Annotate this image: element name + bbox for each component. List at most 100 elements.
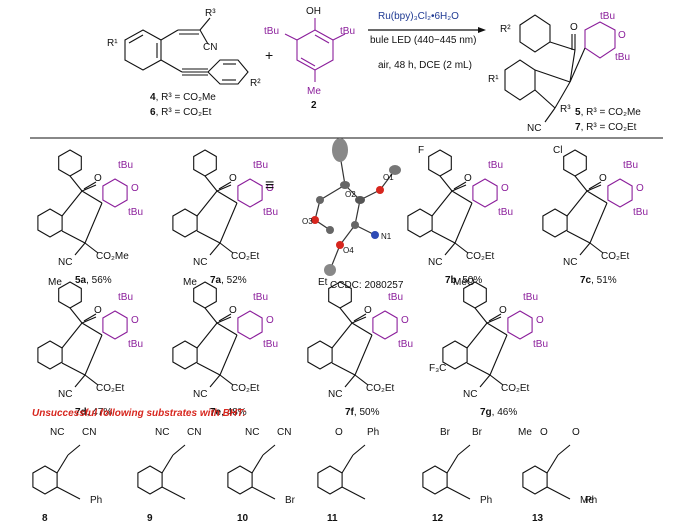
r2-label: R² — [250, 78, 261, 89]
product-caption-7b: 7b, 50% — [445, 275, 482, 286]
ester-label: CO₂Et — [231, 383, 260, 394]
atom-label-n1: N1 — [381, 232, 392, 241]
atom-label-o4: O4 — [343, 246, 354, 255]
unsuccessful-substrate-11: O Ph 11 — [317, 427, 379, 524]
bht-tbu-left: tBu — [264, 26, 279, 37]
ester-label: CO₂Et — [466, 251, 495, 262]
product-o-label: O — [570, 22, 578, 33]
tbu-bottom-label: tBu — [498, 207, 513, 218]
substrate-group-label: CN — [82, 427, 96, 438]
plus-sign: + — [265, 47, 273, 63]
tbu-top-label: tBu — [118, 160, 133, 171]
substrate-group-label: O — [335, 427, 343, 438]
reactant-label-2: 2 — [311, 100, 317, 111]
crystal-structure-ortep: ≡ — [265, 138, 401, 276]
tbu-bottom-label: tBu — [533, 339, 548, 350]
dienone-o-label: O — [266, 315, 274, 326]
ccdc-number: CCDC: 2080257 — [330, 280, 404, 291]
atom-label-o3: O3 — [302, 217, 313, 226]
tbu-bottom-label: tBu — [263, 339, 278, 350]
ring-substituent-label: F₃C — [429, 363, 446, 374]
substrate-group-label: NC — [245, 427, 259, 438]
para-substituent-label: Cl — [553, 145, 562, 156]
substrate-group-label: Ph — [90, 495, 102, 506]
nc-label: NC — [428, 257, 442, 268]
equivalence-symbol: ≡ — [265, 177, 274, 194]
substrate-group-label: CN — [277, 427, 291, 438]
product-r3-label: R³ — [560, 104, 571, 115]
reactant-4-structure — [124, 17, 249, 85]
conditions-light: bule LED (440−445 nm) — [370, 35, 476, 46]
ester-label: CO₂Me — [96, 251, 129, 262]
substrate-group-label: NC — [155, 427, 169, 438]
unsuccessful-substrate-9: NC CN 9 — [137, 427, 201, 524]
substrate-group-label: NC — [50, 427, 64, 438]
atom-label-o1: O1 — [383, 173, 394, 182]
substrate-label-11: 11 — [327, 513, 338, 524]
tbu-bottom-label: tBu — [633, 207, 648, 218]
substrate-group-label: Me — [580, 495, 594, 506]
dienone-o-label: O — [536, 315, 544, 326]
product-caption-7a: 7a, 52% — [210, 275, 247, 286]
dienone-o-label: O — [501, 183, 509, 194]
product-o-ring: O — [618, 30, 626, 41]
substrate-label-10: 10 — [237, 513, 249, 524]
nc-label: NC — [193, 389, 207, 400]
substrate-group-label: O — [540, 427, 548, 438]
ketone-o-label: O — [94, 305, 102, 316]
para-substituent-label: Me — [183, 277, 197, 288]
para-substituent-label: MeO — [453, 277, 475, 288]
ketone-o-label: O — [499, 305, 507, 316]
substrate-label-8: 8 — [42, 513, 48, 524]
nc-label: NC — [463, 389, 477, 400]
tbu-bottom-label: tBu — [128, 207, 143, 218]
ester-label: CO₂Et — [366, 383, 395, 394]
ketone-o-label: O — [229, 305, 237, 316]
substrate-label-12: 12 — [432, 513, 444, 524]
dienone-o-label: O — [131, 315, 139, 326]
product-caption-7d: 7d, 47% — [75, 407, 112, 418]
conditions-air: air, 48 h, DCE (2 mL) — [378, 60, 472, 71]
dienone-o-label: O — [636, 183, 644, 194]
tbu-bottom-label: tBu — [128, 339, 143, 350]
substrate-group-label: Ph — [585, 495, 597, 506]
product-label-5: 5, R³ = CO₂Me — [575, 107, 641, 118]
nc-label: NC — [58, 389, 72, 400]
product-caption-7g: 7g, 46% — [480, 407, 517, 418]
product-r2-label: R² — [500, 24, 511, 35]
substrate-label-9: 9 — [147, 513, 153, 524]
para-substituent-label: F — [418, 145, 424, 156]
ester-label: CO₂Et — [96, 383, 125, 394]
bht-me-label: Me — [307, 86, 321, 97]
product-nc-label: NC — [527, 123, 541, 134]
substrate-group-label: Ph — [480, 495, 492, 506]
para-substituent-label: Et — [318, 277, 328, 288]
reactant-label-4: 4, R³ = CO₂Me — [150, 92, 216, 103]
substrate-group-label: Ph — [367, 427, 379, 438]
ketone-o-label: O — [229, 173, 237, 184]
bht-tbu-right: tBu — [340, 26, 355, 37]
product-caption-7f: 7f, 50% — [345, 407, 380, 418]
substrate-group-label: CN — [187, 427, 201, 438]
tbu-bottom-label: tBu — [263, 207, 278, 218]
reaction-arrow-head — [478, 27, 486, 33]
dienone-o-label: O — [401, 315, 409, 326]
cn-label: CN — [203, 42, 217, 53]
nc-label: NC — [328, 389, 342, 400]
dienone-o-label: O — [266, 183, 274, 194]
substrate-label-13: 13 — [532, 513, 544, 524]
ketone-o-label: O — [94, 173, 102, 184]
product-caption-7e: 7e, 48% — [210, 407, 247, 418]
ketone-o-label: O — [364, 305, 372, 316]
nc-label: NC — [563, 257, 577, 268]
